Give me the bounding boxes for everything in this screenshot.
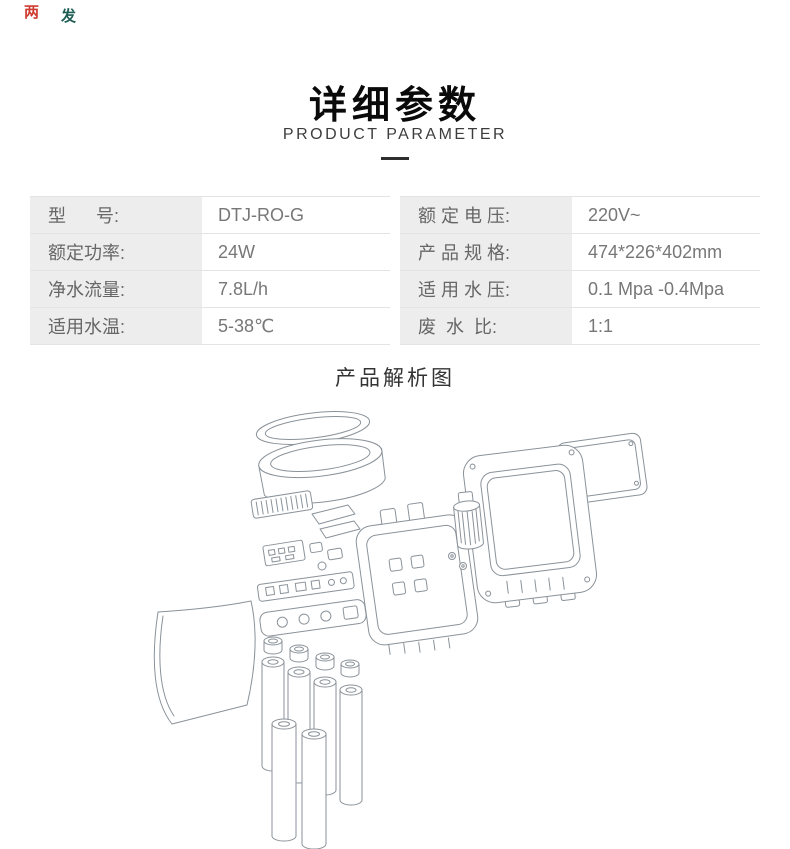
diagram-title: 产品解析图 bbox=[335, 367, 455, 390]
spec-label: 适 用 水 压: bbox=[400, 271, 572, 307]
spec-label: 额 定 电 压: bbox=[400, 197, 572, 233]
spec-row: 适 用 水 压: 0.1 Mpa -0.4Mpa bbox=[400, 271, 760, 308]
spec-label: 额定功率: bbox=[30, 234, 202, 270]
spec-label: 型 号: bbox=[30, 197, 202, 233]
spec-label: 净水流量: bbox=[30, 271, 202, 307]
small-brackets bbox=[309, 542, 342, 570]
pump bbox=[452, 491, 484, 550]
corner-mark-2: 发 bbox=[61, 8, 77, 25]
spec-row: 产 品 规 格: 474*226*402mm bbox=[400, 234, 760, 271]
control-board bbox=[257, 571, 354, 601]
spec-label: 适用水温: bbox=[30, 308, 202, 344]
spec-value: 0.1 Mpa -0.4Mpa bbox=[588, 278, 725, 299]
corner-mark-1: 两 bbox=[24, 4, 40, 21]
front-door-panel bbox=[154, 601, 255, 724]
spec-table-left-column: 型 号: DTJ-RO-G 额定功率: 24W 净水流量: 7.8L/h 适用水… bbox=[30, 196, 390, 345]
spec-row: 净水流量: 7.8L/h bbox=[30, 271, 390, 308]
spec-value: 1:1 bbox=[588, 315, 614, 336]
filter-caps bbox=[264, 637, 359, 677]
page-title: 详细参数 bbox=[308, 85, 481, 127]
spec-table-right-column: 额 定 电 压: 220V~ 产 品 规 格: 474*226*402mm 适 … bbox=[400, 196, 760, 345]
spec-value: 24W bbox=[218, 241, 256, 262]
top-cover-ring bbox=[255, 406, 372, 450]
spec-value: 220V~ bbox=[588, 204, 641, 225]
page-subtitle: PRODUCT PARAMETER bbox=[282, 126, 508, 143]
top-lid bbox=[257, 433, 388, 510]
spec-row: 型 号: DTJ-RO-G bbox=[30, 196, 390, 234]
spec-value: DTJ-RO-G bbox=[218, 204, 304, 225]
circuit-board bbox=[263, 540, 306, 566]
spec-row: 适用水温: 5-38℃ bbox=[30, 308, 390, 345]
filter-cartridges-lower bbox=[272, 719, 326, 849]
spec-value: 5-38℃ bbox=[218, 315, 275, 336]
spec-label: 产 品 规 格: bbox=[400, 234, 572, 270]
back-shell bbox=[461, 443, 599, 610]
spec-value: 474*226*402mm bbox=[588, 241, 723, 262]
fitting-manifold bbox=[259, 599, 367, 638]
vent-grille bbox=[251, 490, 313, 518]
spec-label: 废 水 比: bbox=[400, 308, 572, 344]
title-divider bbox=[381, 157, 409, 160]
spec-row: 额定功率: 24W bbox=[30, 234, 390, 271]
screws bbox=[449, 553, 467, 570]
spec-row: 额 定 电 压: 220V~ bbox=[400, 196, 760, 234]
spec-table: 型 号: DTJ-RO-G 额定功率: 24W 净水流量: 7.8L/h 适用水… bbox=[30, 196, 760, 345]
spec-row: 废 水 比: 1:1 bbox=[400, 308, 760, 345]
middle-frame bbox=[352, 497, 482, 659]
filter-plates bbox=[312, 505, 360, 538]
spec-value: 7.8L/h bbox=[218, 278, 269, 299]
